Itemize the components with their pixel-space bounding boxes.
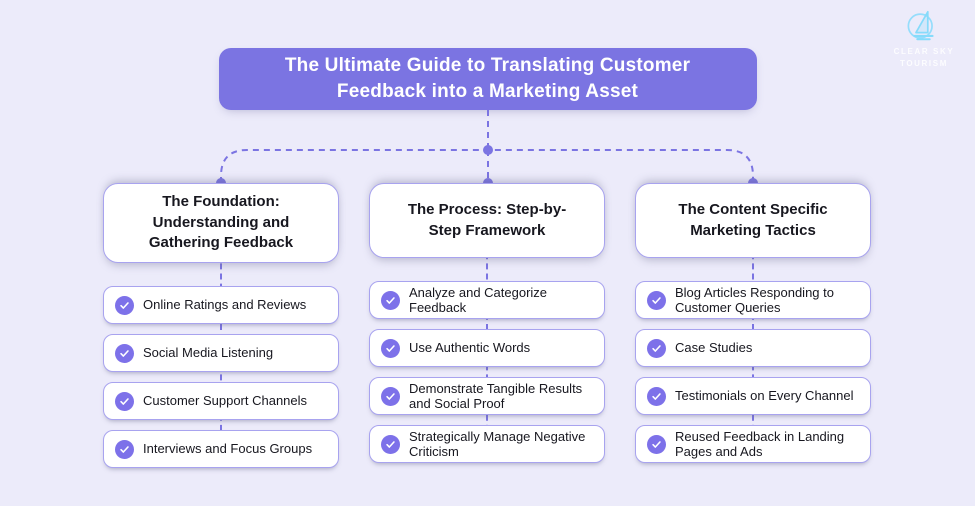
check-icon <box>381 338 400 358</box>
list-item-label: Testimonials on Every Channel <box>675 388 854 404</box>
list-item-label: Strategically Manage Negative Criticism <box>409 428 586 459</box>
column-header: The Process: Step-by-Step Framework <box>369 183 605 258</box>
list-item-label: Interviews and Focus Groups <box>143 441 313 457</box>
title-banner: The Ultimate Guide to Translating Custom… <box>218 48 757 110</box>
column-items: Blog Articles Responding to Customer Que… <box>635 281 871 463</box>
list-item: Strategically Manage Negative Criticism <box>369 425 605 463</box>
list-item-label: Analyze and Categorize Feedback <box>409 284 548 315</box>
column-dashed-line <box>220 223 222 441</box>
column-header: The Foundation: Understanding and Gather… <box>103 183 339 264</box>
brand-name-line1: CLEAR SKY <box>893 47 955 56</box>
column-3: The Content Specific Marketing Tactics B… <box>635 183 871 468</box>
brand-name-line2: TOURISM <box>900 58 948 68</box>
check-icon <box>381 434 400 454</box>
list-item-label: Use Authentic Words <box>409 340 531 356</box>
list-item-label: Reused Feedback in Landing Pages and Ads <box>675 428 845 459</box>
check-icon <box>381 386 400 406</box>
list-item-label: Blog Articles Responding to Customer Que… <box>675 284 834 315</box>
list-item: Case Studies <box>635 329 871 367</box>
list-item: Online Ratings and Reviews <box>103 286 339 325</box>
column-items: Analyze and Categorize Feedback Use Auth… <box>369 281 605 463</box>
check-icon <box>647 338 666 358</box>
list-item: Social Media Listening <box>103 334 339 373</box>
list-item-label: Customer Support Channels <box>143 393 308 409</box>
columns: The Foundation: Understanding and Gather… <box>103 183 871 469</box>
list-item: Customer Support Channels <box>103 382 339 421</box>
check-icon <box>115 295 134 315</box>
column-2: The Process: Step-by-Step Framework Anal… <box>369 183 605 468</box>
column-header: The Content Specific Marketing Tactics <box>635 183 871 258</box>
list-item: Interviews and Focus Groups <box>103 430 339 469</box>
list-item: Testimonials on Every Channel <box>635 377 871 415</box>
check-icon <box>381 290 400 310</box>
list-item: Reused Feedback in Landing Pages and Ads <box>635 425 871 463</box>
check-icon <box>647 386 666 406</box>
column-items: Online Ratings and Reviews Social Media … <box>103 286 339 469</box>
column-1: The Foundation: Understanding and Gather… <box>103 183 339 469</box>
list-item: Use Authentic Words <box>369 329 605 367</box>
brand-logo: CLEAR SKY TOURISM <box>885 8 963 69</box>
list-item-label: Demonstrate Tangible Results and Social … <box>409 380 583 411</box>
sailboat-icon <box>907 10 934 41</box>
check-icon <box>115 391 134 411</box>
list-item-label: Case Studies <box>675 340 753 356</box>
junction-dot <box>483 145 493 155</box>
check-icon <box>115 343 134 363</box>
page-title: The Ultimate Guide to Translating Custom… <box>284 55 691 102</box>
check-icon <box>115 439 134 459</box>
check-icon <box>647 434 666 454</box>
list-item: Blog Articles Responding to Customer Que… <box>635 281 871 319</box>
list-item: Demonstrate Tangible Results and Social … <box>369 377 605 415</box>
list-item-label: Social Media Listening <box>143 345 274 361</box>
list-item-label: Online Ratings and Reviews <box>143 297 307 313</box>
list-item: Analyze and Categorize Feedback <box>369 281 605 319</box>
check-icon <box>647 290 666 310</box>
